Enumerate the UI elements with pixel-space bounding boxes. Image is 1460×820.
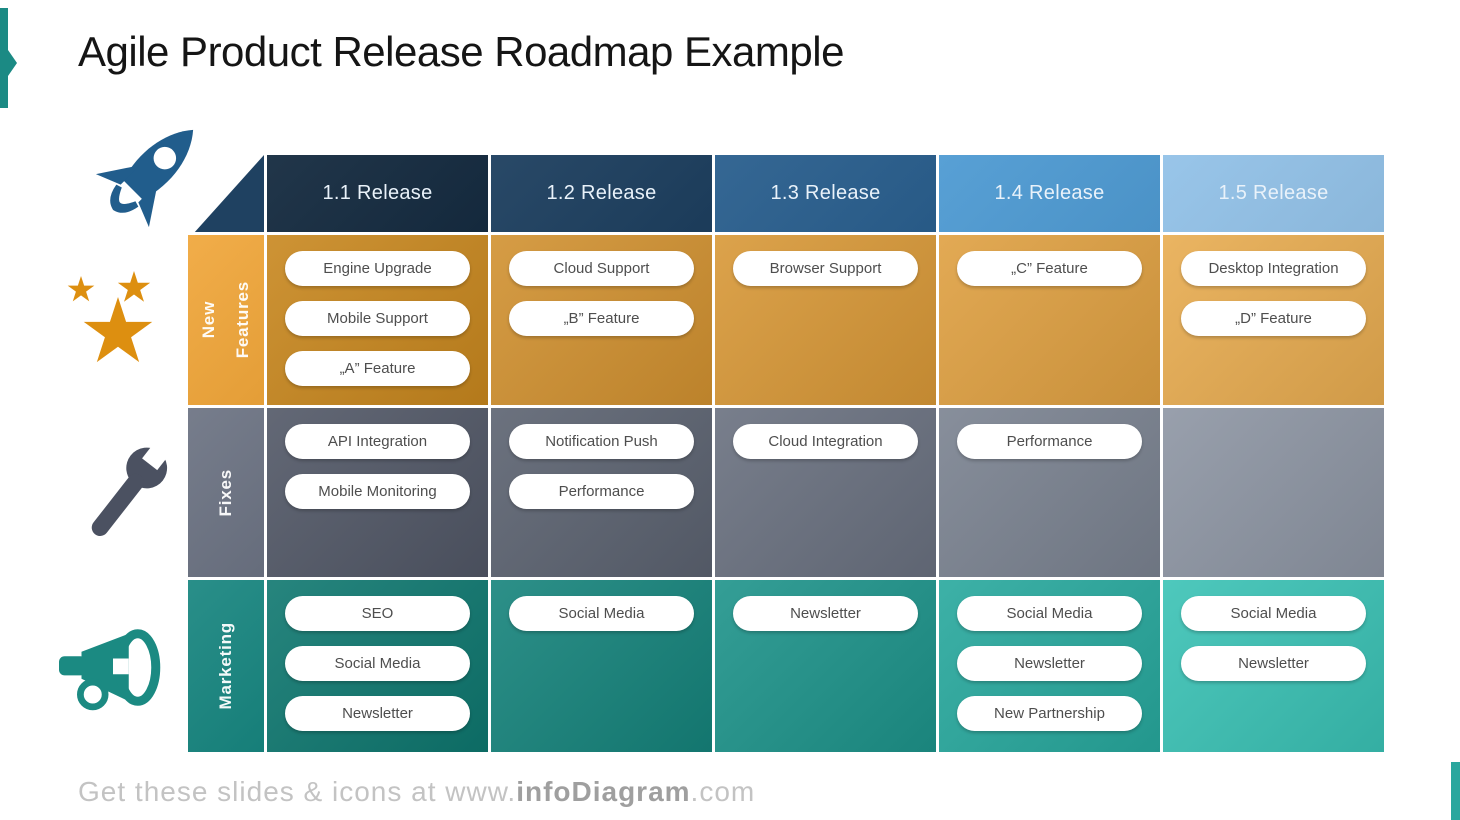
roadmap-item-pill: Social Media: [957, 596, 1142, 631]
cell-new-features-1-4: „C” Feature: [939, 235, 1160, 405]
footer-prefix: Get these slides & icons at www.: [78, 776, 517, 807]
roadmap-item-pill: „C” Feature: [957, 251, 1142, 286]
row-label-marketing: Marketing: [188, 580, 264, 752]
roadmap-item-pill: API Integration: [285, 424, 470, 459]
column-header-1-4: 1.4 Release: [939, 155, 1160, 232]
cell-fixes-1-1: API Integration Mobile Monitoring: [267, 408, 488, 577]
roadmap-item-pill: „A” Feature: [285, 351, 470, 386]
roadmap-item-pill: Cloud Integration: [733, 424, 918, 459]
roadmap-item-pill: Notification Push: [509, 424, 694, 459]
bottom-right-accent-bar: [1451, 762, 1460, 820]
roadmap-item-pill: Newsletter: [285, 696, 470, 731]
cell-marketing-1-5: Social Media Newsletter: [1163, 580, 1384, 752]
row-label-fixes: Fixes: [188, 408, 264, 577]
roadmap-item-pill: Newsletter: [957, 646, 1142, 681]
corner-cell: [188, 155, 264, 232]
cell-fixes-1-2: Notification Push Performance: [491, 408, 712, 577]
corner-triangle: [194, 155, 264, 232]
row-label-text: Marketing: [216, 622, 235, 710]
column-header-1-5: 1.5 Release: [1163, 155, 1384, 232]
column-header-label: 1.4 Release: [994, 182, 1105, 204]
roadmap-item-pill: SEO: [285, 596, 470, 631]
footer-credit: Get these slides & icons at www.infoDiag…: [78, 776, 755, 808]
roadmap-item-pill: Cloud Support: [509, 251, 694, 286]
roadmap-item-pill: Browser Support: [733, 251, 918, 286]
column-header-label: 1.1 Release: [322, 182, 433, 204]
roadmap-table: 1.1 Release 1.2 Release 1.3 Release 1.4 …: [188, 155, 1384, 752]
column-header-label: 1.3 Release: [770, 182, 881, 204]
cell-marketing-1-1: SEO Social Media Newsletter: [267, 580, 488, 752]
roadmap-item-pill: New Partnership: [957, 696, 1142, 731]
footer-suffix: .com: [690, 776, 756, 807]
cell-marketing-1-2: Social Media: [491, 580, 712, 752]
cell-fixes-1-4: Performance: [939, 408, 1160, 577]
row-label-new-features: New Features: [188, 235, 264, 405]
cell-marketing-1-4: Social Media Newsletter New Partnership: [939, 580, 1160, 752]
cell-new-features-1-3: Browser Support: [715, 235, 936, 405]
roadmap-item-pill: Mobile Monitoring: [285, 474, 470, 509]
column-header-1-1: 1.1 Release: [267, 155, 488, 232]
stars-icon: [58, 270, 170, 377]
roadmap-item-pill: Engine Upgrade: [285, 251, 470, 286]
cell-new-features-1-1: Engine Upgrade Mobile Support „A” Featur…: [267, 235, 488, 405]
roadmap-item-pill: Newsletter: [733, 596, 918, 631]
roadmap-item-pill: Newsletter: [1181, 646, 1366, 681]
cell-fixes-1-5: [1163, 408, 1384, 577]
row-label-text: Fixes: [216, 468, 235, 517]
column-header-label: 1.2 Release: [546, 182, 657, 204]
cell-new-features-1-5: Desktop Integration „D” Feature: [1163, 235, 1384, 405]
megaphone-icon: [50, 610, 185, 730]
roadmap-item-pill: Performance: [957, 424, 1142, 459]
cell-marketing-1-3: Newsletter: [715, 580, 936, 752]
row-label-text: New Features: [199, 281, 252, 359]
column-header-label: 1.5 Release: [1218, 182, 1329, 204]
roadmap-item-pill: Social Media: [1181, 596, 1366, 631]
roadmap-item-pill: Mobile Support: [285, 301, 470, 336]
column-header-1-3: 1.3 Release: [715, 155, 936, 232]
footer-brand: infoDiagram: [516, 776, 691, 807]
roadmap-item-pill: Performance: [509, 474, 694, 509]
rocket-icon: [76, 112, 236, 242]
roadmap-item-pill: Social Media: [285, 646, 470, 681]
cell-fixes-1-3: Cloud Integration: [715, 408, 936, 577]
accent-shape-path: [0, 8, 17, 108]
roadmap-item-pill: „D” Feature: [1181, 301, 1366, 336]
cell-new-features-1-2: Cloud Support „B” Feature: [491, 235, 712, 405]
roadmap-item-pill: Desktop Integration: [1181, 251, 1366, 286]
wrench-icon: [66, 432, 186, 562]
top-left-accent-shape: [0, 8, 17, 108]
roadmap-item-pill: Social Media: [509, 596, 694, 631]
roadmap-item-pill: „B” Feature: [509, 301, 694, 336]
slide-title: Agile Product Release Roadmap Example: [78, 28, 844, 75]
column-header-1-2: 1.2 Release: [491, 155, 712, 232]
